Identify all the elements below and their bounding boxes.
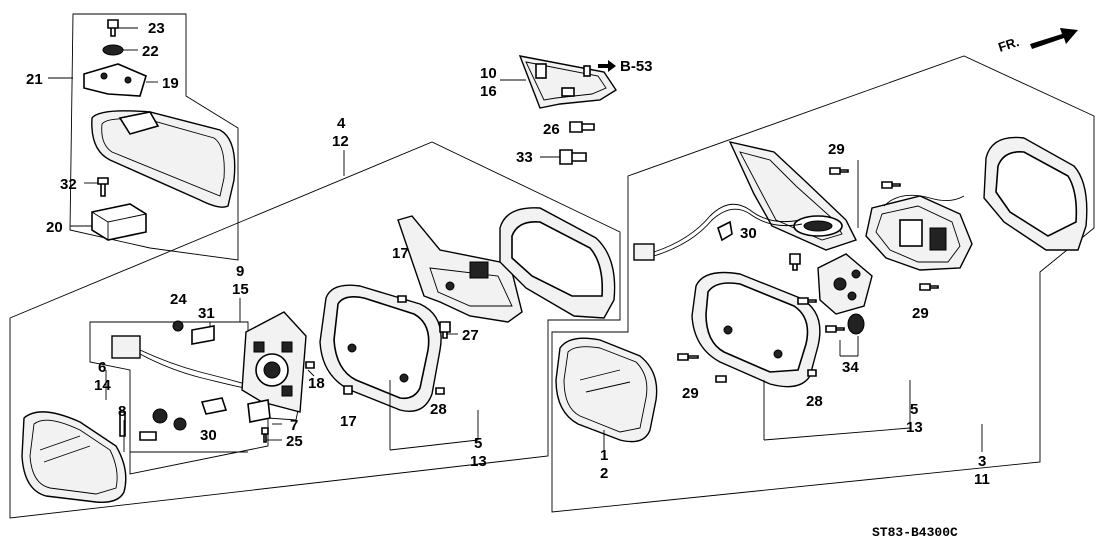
washer-22 bbox=[102, 44, 124, 56]
clip-31 bbox=[191, 325, 215, 345]
label-2: 2 bbox=[600, 465, 608, 482]
cover-20 bbox=[91, 203, 147, 241]
label-30-left: 30 bbox=[200, 427, 217, 444]
mirror-glass-left bbox=[21, 411, 127, 503]
label-30-right: 30 bbox=[740, 225, 757, 242]
connector-right bbox=[633, 243, 655, 261]
label-15: 15 bbox=[232, 281, 249, 298]
screw-33 bbox=[559, 149, 587, 165]
nut-24 bbox=[172, 320, 184, 332]
screw-25 bbox=[261, 427, 269, 443]
screw-29-upper bbox=[829, 167, 849, 175]
spring-pin bbox=[139, 431, 157, 441]
label-23: 23 bbox=[148, 20, 165, 37]
screw-32 bbox=[97, 177, 109, 197]
clip-30-left bbox=[200, 397, 228, 415]
front-arrow-icon bbox=[1030, 28, 1078, 49]
label-13-left: 13 bbox=[470, 453, 487, 470]
label-32: 32 bbox=[60, 176, 77, 193]
label-14: 14 bbox=[94, 377, 111, 394]
label-25: 25 bbox=[286, 433, 303, 450]
connector-left bbox=[111, 335, 141, 359]
screw-top-right bbox=[881, 181, 901, 189]
label-16: 16 bbox=[480, 83, 497, 100]
label-18: 18 bbox=[308, 375, 325, 392]
group-right-mirror bbox=[551, 55, 1095, 513]
fr-label: FR. bbox=[996, 34, 1021, 55]
label-5-left: 5 bbox=[474, 435, 482, 452]
nut-34 bbox=[847, 313, 865, 335]
pivot-nut bbox=[152, 408, 168, 424]
screw-29-right bbox=[919, 283, 939, 291]
screw-17-upper bbox=[397, 295, 407, 303]
label-3: 3 bbox=[978, 453, 986, 470]
label-26: 26 bbox=[543, 121, 560, 138]
group-outline-right bbox=[551, 55, 1095, 513]
label-10: 10 bbox=[480, 65, 497, 82]
label-b53: B-53 bbox=[620, 58, 653, 75]
label-5-right: 5 bbox=[910, 401, 918, 418]
label-27: 27 bbox=[462, 327, 479, 344]
group-outline-upper-left bbox=[69, 13, 239, 261]
label-29-lower: 29 bbox=[682, 385, 699, 402]
screw-frame-right-b bbox=[825, 325, 845, 333]
group-outline-left bbox=[9, 141, 621, 519]
label-21: 21 bbox=[26, 71, 43, 88]
screw-lower-frame bbox=[715, 375, 727, 383]
front-direction-indicator: FR. bbox=[996, 28, 1078, 55]
screw-28-right bbox=[807, 369, 817, 377]
screw-mid-right bbox=[789, 253, 801, 271]
label-29-upper: 29 bbox=[828, 141, 845, 158]
label-4: 4 bbox=[337, 115, 346, 132]
label-13-right: 13 bbox=[906, 419, 923, 436]
label-31: 31 bbox=[198, 305, 215, 322]
mirror-base-left bbox=[397, 215, 523, 323]
screw-frame-right-a bbox=[797, 297, 817, 305]
label-6: 6 bbox=[98, 359, 106, 376]
screw-28-left bbox=[435, 387, 445, 395]
label-20: 20 bbox=[46, 219, 63, 236]
clip-30-right bbox=[717, 220, 733, 242]
label-24: 24 bbox=[170, 291, 187, 308]
screw-29-lower bbox=[677, 353, 699, 361]
label-34: 34 bbox=[842, 359, 859, 376]
screw-17-lower bbox=[343, 385, 353, 395]
label-33: 33 bbox=[516, 149, 533, 166]
label-19: 19 bbox=[162, 75, 179, 92]
label-1: 1 bbox=[600, 447, 608, 464]
drawing-code: ST83-B4300C bbox=[872, 525, 958, 540]
label-12: 12 bbox=[332, 133, 349, 150]
label-17-upper: 17 bbox=[392, 245, 409, 262]
label-22: 22 bbox=[142, 43, 159, 60]
label-17-lower: 17 bbox=[340, 413, 357, 430]
label-8: 8 bbox=[118, 403, 126, 420]
label-29-right: 29 bbox=[912, 305, 929, 322]
group-garnish bbox=[500, 55, 617, 165]
label-11: 11 bbox=[974, 471, 990, 488]
label-28-right: 28 bbox=[806, 393, 823, 410]
screw-23 bbox=[107, 19, 119, 37]
screw-26 bbox=[569, 121, 595, 133]
mount-plate-19 bbox=[83, 63, 147, 97]
screw-18 bbox=[305, 361, 315, 369]
label-28-left: 28 bbox=[430, 401, 447, 418]
label-9: 9 bbox=[236, 263, 244, 280]
label-7: 7 bbox=[290, 417, 298, 434]
screw-27 bbox=[439, 321, 451, 339]
group-upper-left bbox=[48, 13, 239, 261]
group-left-mirror bbox=[9, 141, 621, 519]
ref-arrow-icon bbox=[598, 60, 616, 72]
inner-mirror-body bbox=[91, 110, 236, 208]
cap-7 bbox=[247, 399, 271, 423]
mirror-glass-right bbox=[555, 337, 658, 443]
